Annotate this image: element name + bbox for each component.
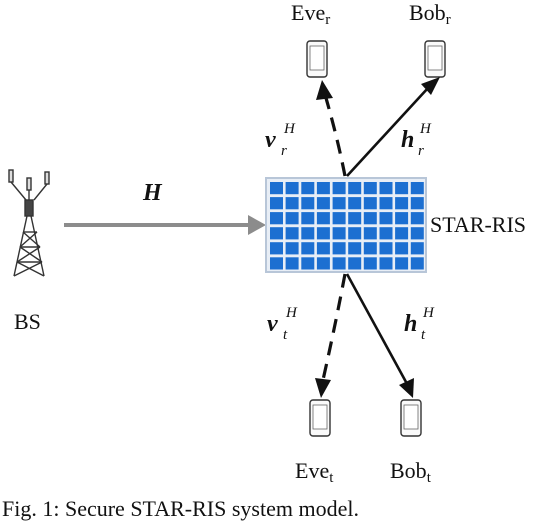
- ris-element: [332, 242, 346, 255]
- ris-element: [379, 257, 393, 270]
- ris-element: [285, 182, 299, 195]
- eve-r-label: Ever: [291, 0, 331, 28]
- ris-element: [301, 227, 315, 240]
- ris-element: [395, 227, 409, 240]
- ris-element: [285, 197, 299, 210]
- eve-t-label: Evet: [295, 458, 334, 486]
- bs-tower-icon: [8, 169, 50, 277]
- ris-element: [348, 212, 362, 225]
- ris-element: [410, 257, 424, 270]
- ris-element: [316, 212, 330, 225]
- ris-element: [395, 182, 409, 195]
- ris-element: [270, 197, 283, 210]
- ris-element: [363, 212, 377, 225]
- bob-r-phone-icon: [424, 40, 446, 78]
- ris-element: [332, 212, 346, 225]
- ris-element-grid: [270, 182, 424, 270]
- ris-element: [316, 197, 330, 210]
- figure-caption: Fig. 1: Secure STAR-RIS system model.: [2, 496, 359, 521]
- eve-r-phone-icon: [306, 40, 328, 78]
- ris-element: [301, 197, 315, 210]
- channel-h-label: H: [143, 180, 162, 206]
- ris-element: [316, 242, 330, 255]
- ris-element: [301, 212, 315, 225]
- ris-element: [332, 257, 346, 270]
- ris-element: [285, 257, 299, 270]
- ris-element: [410, 197, 424, 210]
- ris-element: [270, 242, 283, 255]
- ris-element: [348, 197, 362, 210]
- ris-element: [363, 242, 377, 255]
- ris-to-eve-t-arrow: [315, 273, 347, 398]
- ris-element: [395, 257, 409, 270]
- ris-element: [270, 212, 283, 225]
- bob-t-label: Bobt: [390, 458, 431, 486]
- ris-element: [316, 257, 330, 270]
- ris-element: [410, 227, 424, 240]
- ris-to-eve-r-arrow: [316, 80, 347, 177]
- ris-element: [270, 257, 283, 270]
- ris-element: [285, 212, 299, 225]
- ris-element: [332, 197, 346, 210]
- ris-element: [363, 182, 377, 195]
- ris-element: [363, 227, 377, 240]
- ris-element: [285, 242, 299, 255]
- ris-element: [379, 242, 393, 255]
- ris-element: [316, 227, 330, 240]
- ris-element: [379, 197, 393, 210]
- ris-element: [301, 242, 315, 255]
- ris-element: [301, 182, 315, 195]
- ris-element: [332, 182, 346, 195]
- bs-to-ris-arrow: [64, 215, 266, 235]
- ris-element: [316, 182, 330, 195]
- ris-element: [379, 182, 393, 195]
- ris-element: [348, 242, 362, 255]
- ris-element: [363, 197, 377, 210]
- ris-element: [379, 227, 393, 240]
- star-ris-panel: [265, 177, 427, 273]
- ris-element: [395, 197, 409, 210]
- ris-element: [270, 227, 283, 240]
- ris-element: [410, 242, 424, 255]
- ris-to-bob-r-arrow: [346, 77, 440, 177]
- ris-element: [395, 242, 409, 255]
- bs-label: BS: [14, 309, 41, 334]
- ris-element: [270, 182, 283, 195]
- ris-element: [332, 227, 346, 240]
- ris-element: [379, 212, 393, 225]
- ris-element: [348, 257, 362, 270]
- ris-to-bob-t-arrow: [345, 273, 414, 398]
- ris-element: [348, 227, 362, 240]
- eve-t-phone-icon: [309, 399, 331, 437]
- ris-element: [410, 212, 424, 225]
- ris-element: [363, 257, 377, 270]
- ris-element: [348, 182, 362, 195]
- star-ris-label: STAR-RIS: [430, 212, 527, 237]
- ris-element: [301, 257, 315, 270]
- ris-element: [410, 182, 424, 195]
- bob-t-phone-icon: [400, 399, 422, 437]
- ris-element: [285, 227, 299, 240]
- ris-element: [395, 212, 409, 225]
- bob-r-label: Bobr: [409, 0, 451, 28]
